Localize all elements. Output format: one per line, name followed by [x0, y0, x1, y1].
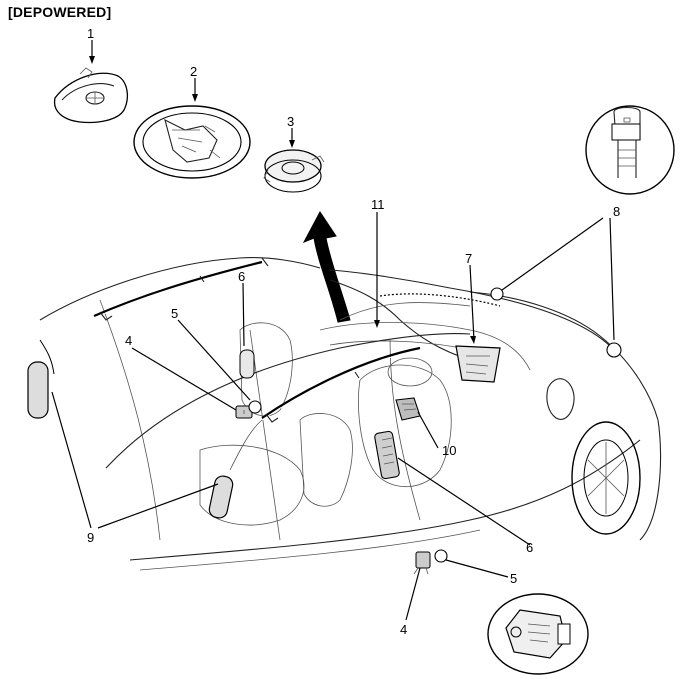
callout-11-label: 11 — [371, 197, 385, 212]
side-sensor-detail-inset — [487, 593, 589, 675]
callout-6a-label: 6 — [238, 269, 245, 284]
curtain-airbag-right — [208, 346, 421, 519]
callout-1-label: 1 — [87, 26, 94, 41]
driver-airbag-module — [53, 67, 129, 124]
clock-spring — [263, 149, 325, 193]
callout-4a-label: 4 — [125, 333, 132, 348]
vehicle-outline — [39, 257, 662, 571]
front-impact-sensor-left — [490, 287, 504, 301]
callout-6b-label: 6 — [526, 540, 533, 555]
front-impact-sensor-right — [606, 342, 622, 358]
callout-3-label: 3 — [287, 114, 294, 129]
callout-10-label: 10 — [442, 443, 456, 458]
sensor-marker-upper — [248, 400, 262, 414]
passenger-airbag-module — [455, 345, 501, 383]
callout-8-label: 8 — [613, 204, 620, 219]
front-sensor-detail-inset — [585, 105, 675, 195]
callout-5b-label: 5 — [510, 571, 517, 586]
callout-5a-label: 5 — [171, 306, 178, 321]
callout-4b-label: 4 — [400, 622, 407, 637]
curtain-airbag-left — [27, 257, 269, 419]
sensor-marker-lower — [434, 549, 448, 563]
leader-lines — [51, 40, 615, 621]
steering-wheel — [133, 105, 251, 179]
curved-pointer-arrow — [302, 211, 351, 323]
callout-9-label: 9 — [87, 530, 94, 545]
seat-side-airbag-front — [374, 430, 400, 480]
side-impact-sensor-lower — [413, 551, 431, 575]
srs-control-module — [395, 397, 421, 421]
callout-labels: 1 2 3 4 5 6 7 8 9 10 11 6 5 4 — [87, 26, 620, 637]
diagram-title: [DEPOWERED] — [8, 4, 112, 20]
seat-side-airbag-rear — [239, 349, 255, 379]
callout-7-label: 7 — [465, 251, 472, 266]
callout-2-label: 2 — [190, 64, 197, 79]
